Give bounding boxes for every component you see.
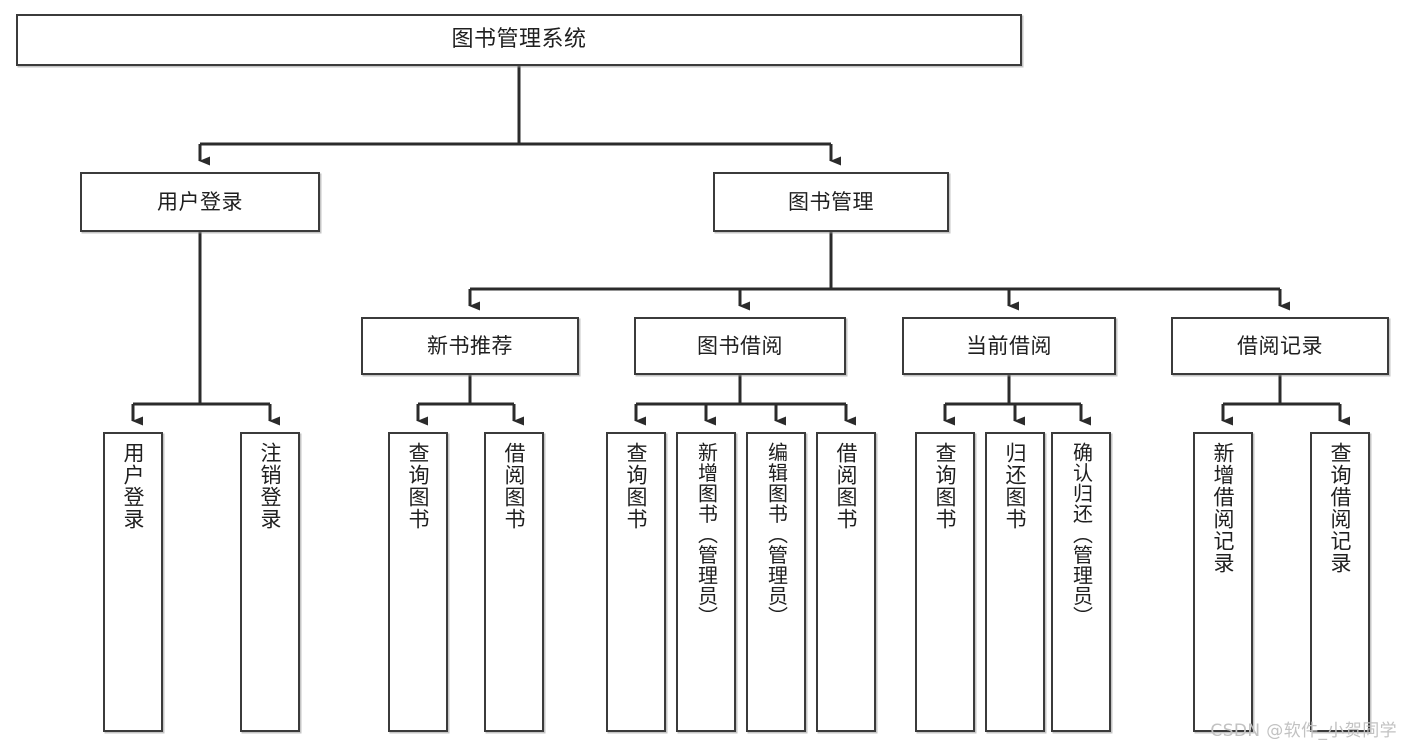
node-leaf-query-book-2[interactable]: 查询图书 [606, 432, 666, 732]
node-label: 查询图书 [406, 442, 431, 530]
node-book-borrow[interactable]: 图书借阅 [634, 317, 846, 375]
node-label: 图书管理系统 [451, 27, 587, 53]
node-new-book-recommend[interactable]: 新书推荐 [361, 317, 579, 375]
node-leaf-add-record[interactable]: 新增借阅记录 [1193, 432, 1253, 732]
node-label: 查询借阅记录 [1328, 442, 1353, 574]
node-leaf-return-book[interactable]: 归还图书 [985, 432, 1045, 732]
node-leaf-borrow-book-1[interactable]: 借阅图书 [484, 432, 544, 732]
node-borrow-record[interactable]: 借阅记录 [1171, 317, 1389, 375]
node-label: 新增图书（管理员） [694, 442, 719, 627]
connector-bus [133, 232, 270, 406]
node-current-borrow[interactable]: 当前借阅 [902, 317, 1116, 375]
node-leaf-confirm-return[interactable]: 确认归还（管理员） [1051, 432, 1111, 732]
node-label: 注销登录 [258, 442, 283, 530]
node-label: 确认归还（管理员） [1069, 442, 1094, 627]
node-label: 用户登录 [157, 189, 243, 214]
node-label: 图书借阅 [697, 333, 783, 358]
node-leaf-borrow-book-2[interactable]: 借阅图书 [816, 432, 876, 732]
connector-bus [945, 375, 1081, 406]
node-label: 当前借阅 [966, 333, 1052, 358]
connector-bus [200, 66, 831, 146]
node-leaf-user-logout[interactable]: 注销登录 [240, 432, 300, 732]
node-label: 编辑图书（管理员） [764, 442, 789, 627]
node-label: 借阅图书 [834, 442, 859, 530]
node-leaf-add-book[interactable]: 新增图书（管理员） [676, 432, 736, 732]
node-label: 图书管理 [788, 189, 874, 214]
node-root[interactable]: 图书管理系统 [16, 14, 1022, 66]
node-user-login[interactable]: 用户登录 [80, 172, 320, 232]
node-label: 新书推荐 [427, 333, 513, 358]
node-leaf-query-book-3[interactable]: 查询图书 [915, 432, 975, 732]
node-label: 新增借阅记录 [1211, 442, 1236, 574]
node-book-manage[interactable]: 图书管理 [713, 172, 949, 232]
node-label: 查询图书 [624, 442, 649, 530]
connector-bus [1223, 375, 1340, 406]
connector-bus [470, 232, 1280, 291]
node-label: 借阅记录 [1237, 333, 1323, 358]
node-leaf-query-book-1[interactable]: 查询图书 [388, 432, 448, 732]
node-label: 用户登录 [121, 442, 146, 530]
node-label: 查询图书 [933, 442, 958, 530]
watermark-text: CSDN @软件_小贺同学 [1210, 721, 1397, 741]
node-label: 借阅图书 [502, 442, 527, 530]
node-leaf-query-record[interactable]: 查询借阅记录 [1310, 432, 1370, 732]
connector-bus [636, 375, 846, 406]
node-leaf-user-login[interactable]: 用户登录 [103, 432, 163, 732]
connector-bus [418, 375, 514, 406]
node-leaf-edit-book[interactable]: 编辑图书（管理员） [746, 432, 806, 732]
node-label: 归还图书 [1003, 442, 1028, 530]
